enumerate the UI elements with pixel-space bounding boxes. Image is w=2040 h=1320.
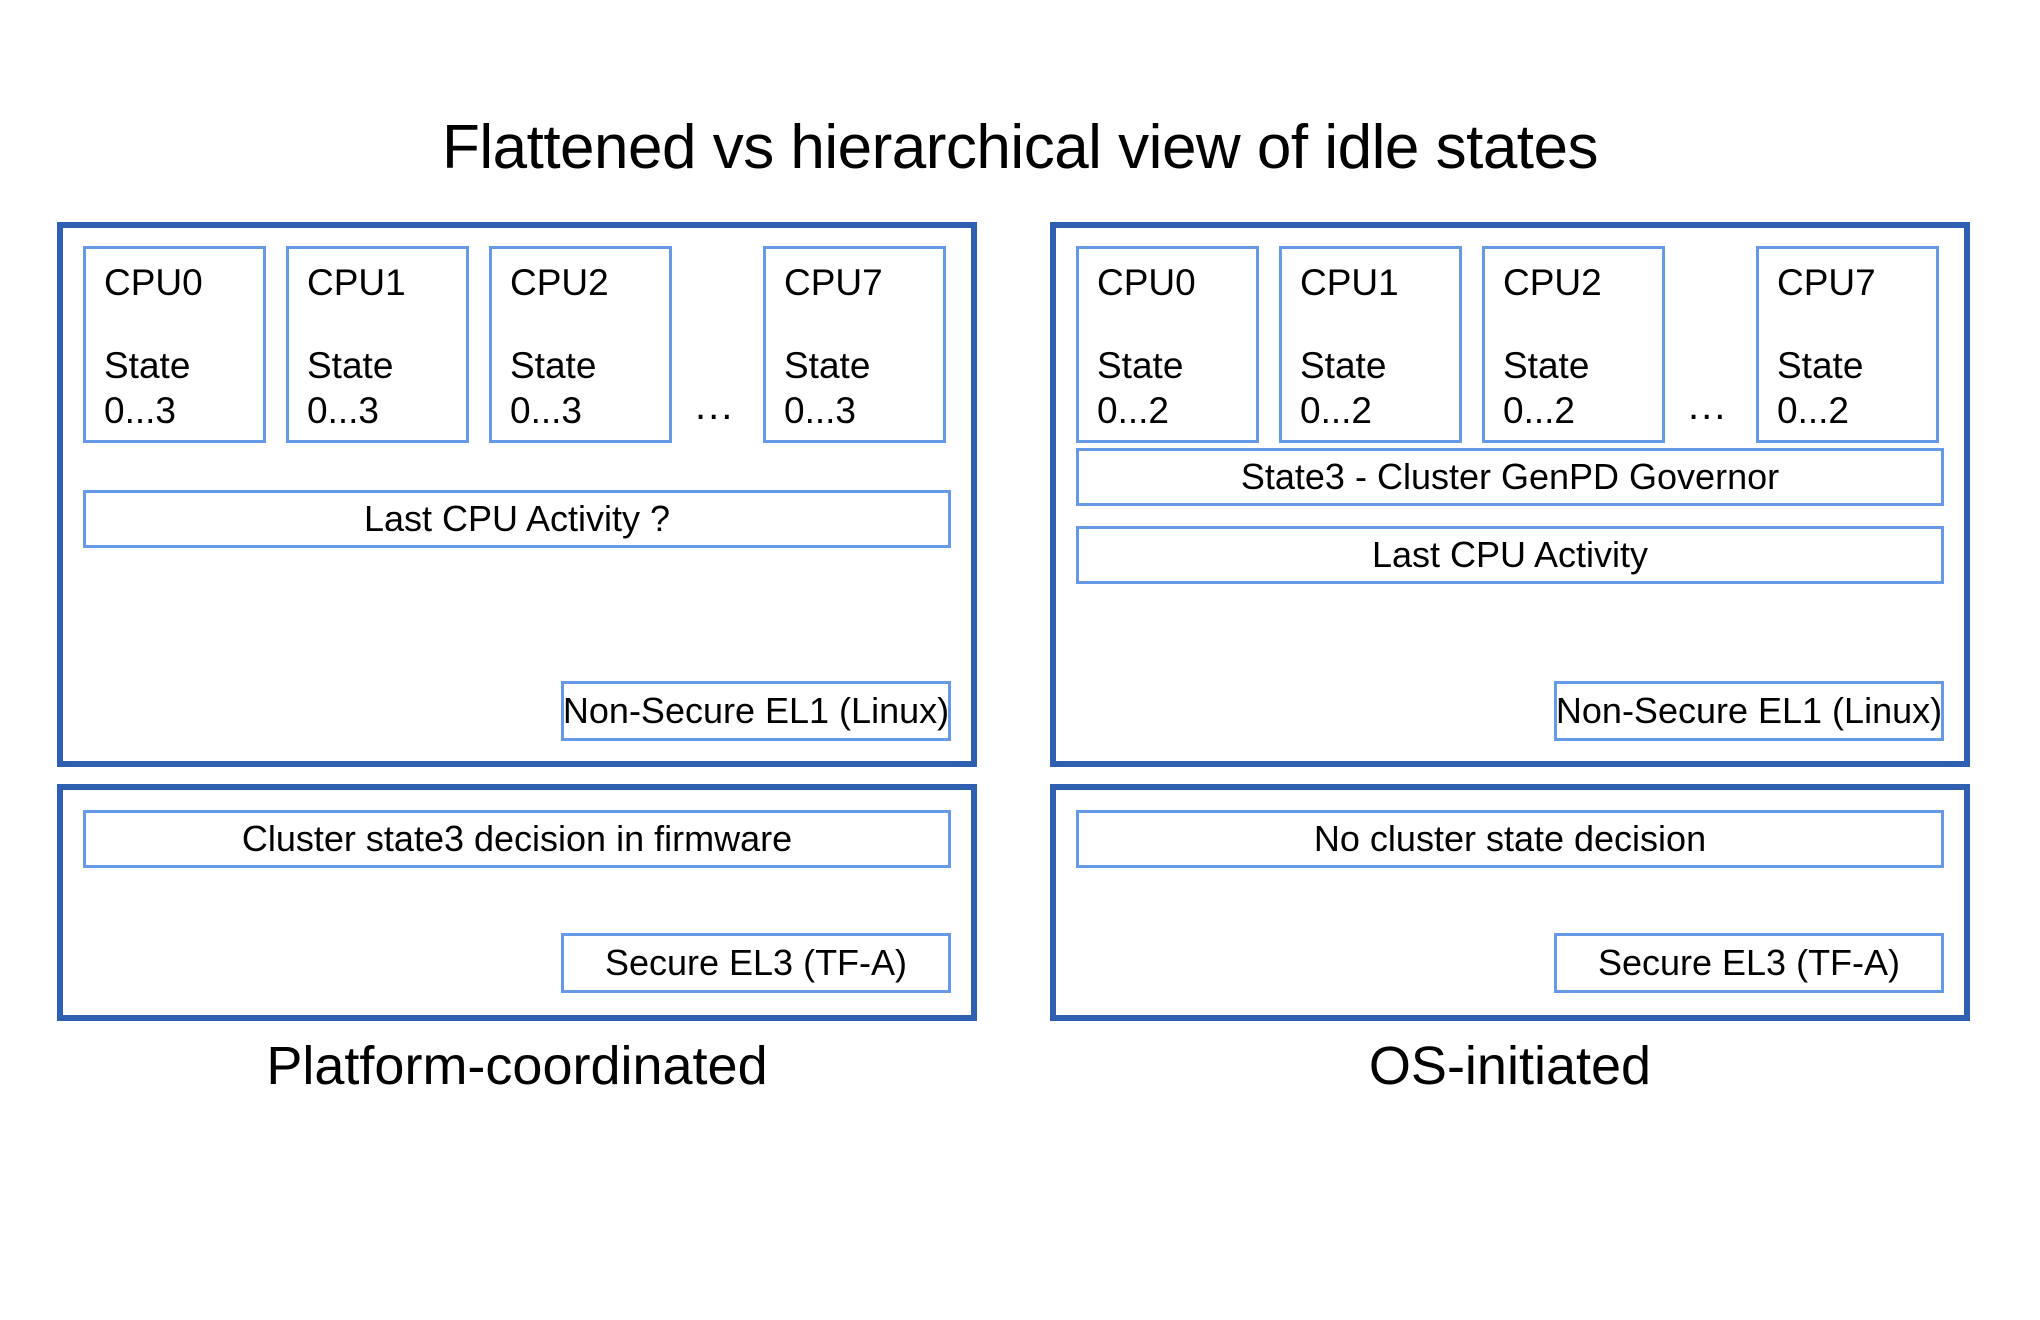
firmware-panel-left: Cluster state3 decision in firmware Secu…: [57, 784, 977, 1021]
cpu-state-range: 0...2: [1777, 390, 1849, 431]
os-panel-right: CPU0 State 0...2 CPU1 State 0...2 CPU2: [1050, 222, 1970, 767]
cpu-box[interactable]: CPU0 State 0...2: [1076, 246, 1259, 443]
cpu-state-label: State: [307, 345, 394, 386]
cpu-state: State 0...3: [784, 343, 943, 433]
column-caption-platform-coordinated: Platform-coordinated: [266, 1036, 768, 1096]
cpu-box[interactable]: CPU2 State 0...2: [1482, 246, 1665, 443]
cpu-state-label: State: [1300, 345, 1387, 386]
cpu-box[interactable]: CPU1 State 0...2: [1279, 246, 1462, 443]
cpu-state: State 0...2: [1777, 343, 1936, 433]
cpu-name: CPU0: [104, 262, 203, 303]
cpu-name: CPU0: [1097, 262, 1196, 303]
cpu-name: CPU7: [784, 262, 883, 303]
cpu-box[interactable]: CPU2 State 0...3: [489, 246, 672, 443]
cpu-state: State 0...2: [1300, 343, 1459, 433]
cpu-state-label: State: [784, 345, 871, 386]
column-caption-os-initiated: OS-initiated: [1368, 1036, 1652, 1096]
exception-level-badge-el3: Secure EL3 (TF-A): [1554, 933, 1944, 993]
cluster-decision-bar[interactable]: Cluster state3 decision in firmware: [83, 810, 951, 868]
cluster-decision-bar[interactable]: No cluster state decision: [1076, 810, 1944, 868]
cluster-genpd-governor-bar[interactable]: State3 - Cluster GenPD Governor: [1076, 448, 1944, 506]
page-title: Flattened vs hierarchical view of idle s…: [441, 113, 1599, 182]
os-panel-left: CPU0 State 0...3 CPU1 State 0...3 CPU2: [57, 222, 977, 767]
cpu-state-label: State: [1097, 345, 1184, 386]
cpu-row-left: CPU0 State 0...3 CPU1 State 0...3 CPU2: [83, 246, 951, 443]
cpu-ellipsis: ...: [1688, 384, 1728, 428]
column-platform-coordinated: CPU0 State 0...3 CPU1 State 0...3 CPU2: [57, 222, 977, 1021]
cpu-state-label: State: [104, 345, 191, 386]
cpu-state-label: State: [1777, 345, 1864, 386]
last-cpu-activity-bar[interactable]: Last CPU Activity: [1076, 526, 1944, 584]
cpu-name: CPU7: [1777, 262, 1876, 303]
cpu-row-right: CPU0 State 0...2 CPU1 State 0...2 CPU2: [1076, 246, 1944, 443]
cpu-state: State 0...2: [1097, 343, 1256, 433]
cpu-box[interactable]: CPU7 State 0...3: [763, 246, 946, 443]
cpu-state-label: State: [510, 345, 597, 386]
cpu-state-range: 0...3: [784, 390, 856, 431]
cpu-state: State 0...3: [510, 343, 669, 433]
cpu-state-range: 0...3: [510, 390, 582, 431]
cpu-state-range: 0...3: [307, 390, 379, 431]
cpu-state-range: 0...2: [1097, 390, 1169, 431]
cpu-name: CPU1: [1300, 262, 1399, 303]
cpu-state-range: 0...3: [104, 390, 176, 431]
cpu-state-range: 0...2: [1503, 390, 1575, 431]
cpu-state-label: State: [1503, 345, 1590, 386]
exception-level-badge-el3: Secure EL3 (TF-A): [561, 933, 951, 993]
cpu-state: State 0...3: [307, 343, 466, 433]
last-cpu-activity-bar[interactable]: Last CPU Activity ?: [83, 490, 951, 548]
cpu-name: CPU1: [307, 262, 406, 303]
cpu-box[interactable]: CPU1 State 0...3: [286, 246, 469, 443]
cpu-name: CPU2: [1503, 262, 1602, 303]
cpu-ellipsis: ...: [695, 384, 735, 428]
exception-level-badge-el1: Non-Secure EL1 (Linux): [1554, 681, 1944, 741]
cpu-box[interactable]: CPU7 State 0...2: [1756, 246, 1939, 443]
cpu-state-range: 0...2: [1300, 390, 1372, 431]
cpu-state: State 0...2: [1503, 343, 1662, 433]
firmware-panel-right: No cluster state decision Secure EL3 (TF…: [1050, 784, 1970, 1021]
cpu-box[interactable]: CPU0 State 0...3: [83, 246, 266, 443]
column-os-initiated: CPU0 State 0...2 CPU1 State 0...2 CPU2: [1050, 222, 1970, 1021]
exception-level-badge-el1: Non-Secure EL1 (Linux): [561, 681, 951, 741]
cpu-state: State 0...3: [104, 343, 263, 433]
cpu-name: CPU2: [510, 262, 609, 303]
